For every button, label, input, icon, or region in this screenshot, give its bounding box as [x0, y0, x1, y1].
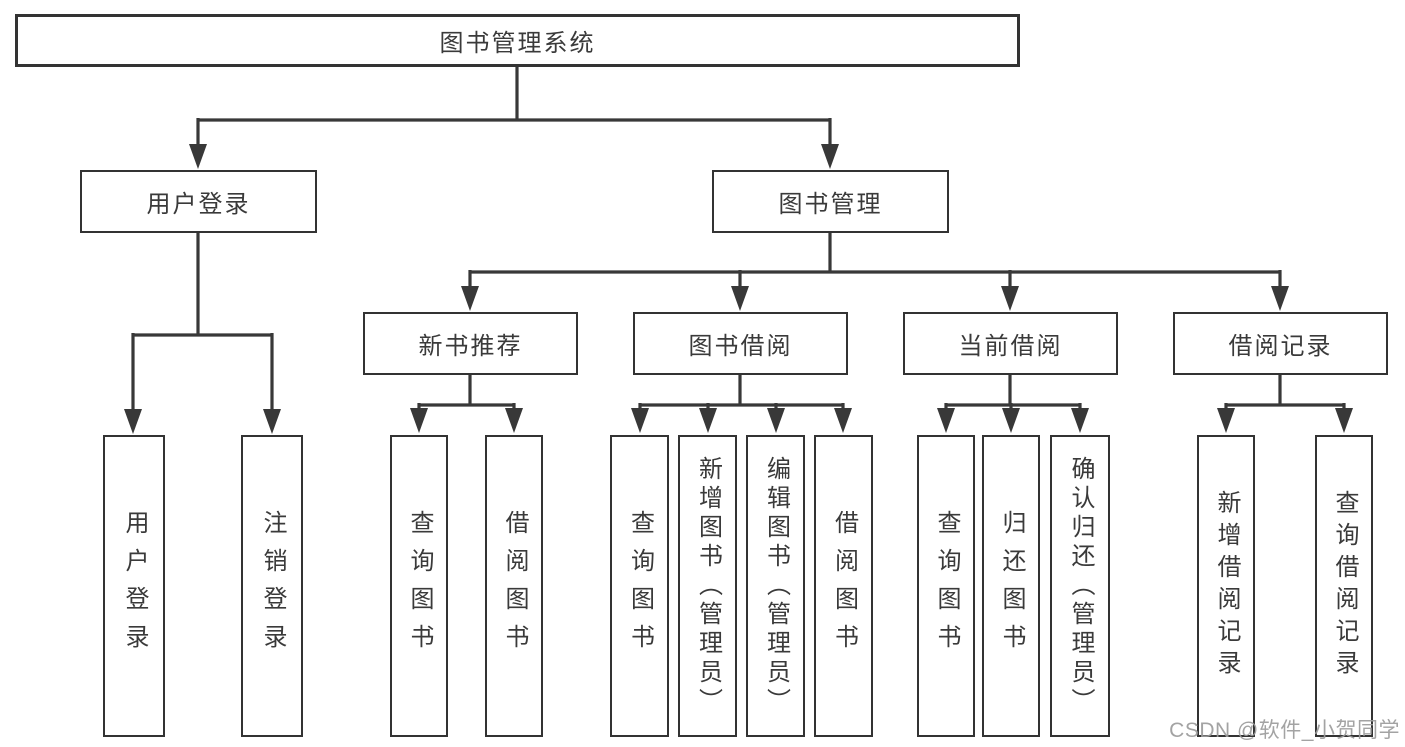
leaf-records-add-record: 新增借阅记录 — [1197, 435, 1255, 737]
leaf-borrowing-edit-books-admin-label: 编辑图书（管理员） — [762, 455, 790, 717]
node-borrowing-records: 借阅记录 — [1173, 312, 1388, 375]
leaf-records-query-record: 查询借阅记录 — [1315, 435, 1373, 737]
leaf-records-add-record-label: 新增借阅记录 — [1213, 490, 1240, 682]
leaf-newbook-borrow-books: 借阅图书 — [485, 435, 543, 737]
leaf-current-confirm-return-admin-label: 确认归还（管理员） — [1067, 455, 1094, 717]
arrowhead-icons — [124, 144, 1353, 434]
leaf-current-return-books: 归还图书 — [982, 435, 1040, 737]
leaf-current-query-books: 查询图书 — [917, 435, 975, 737]
leaf-borrowing-borrow-books-label: 借阅图书 — [830, 510, 858, 662]
leaf-logout: 注销登录 — [241, 435, 303, 737]
leaf-borrowing-query-books-label: 查询图书 — [626, 510, 654, 662]
leaf-newbook-borrow-books-label: 借阅图书 — [501, 510, 528, 662]
node-root-system: 图书管理系统 — [15, 14, 1020, 67]
leaf-borrowing-borrow-books: 借阅图书 — [814, 435, 873, 737]
leaf-borrowing-add-books-admin: 新增图书（管理员） — [678, 435, 737, 737]
node-user-login-label: 用户登录 — [146, 191, 251, 218]
node-current-borrowing: 当前借阅 — [903, 312, 1118, 375]
node-book-borrowing: 图书借阅 — [633, 312, 848, 375]
leaf-borrowing-query-books: 查询图书 — [610, 435, 669, 737]
leaf-logout-label: 注销登录 — [259, 510, 286, 662]
csdn-watermark: CSDN @软件_小贺同学 — [1169, 719, 1400, 742]
node-new-book-recommend: 新书推荐 — [363, 312, 578, 375]
leaf-current-return-books-label: 归还图书 — [998, 510, 1025, 662]
leaf-borrowing-edit-books-admin: 编辑图书（管理员） — [746, 435, 805, 737]
leaf-borrowing-add-books-admin-label: 新增图书（管理员） — [694, 455, 722, 717]
leaf-newbook-query-books-label: 查询图书 — [406, 510, 433, 662]
node-current-borrowing-label: 当前借阅 — [958, 333, 1063, 360]
node-user-login: 用户登录 — [80, 170, 317, 233]
leaf-user-login-label: 用户登录 — [121, 510, 148, 662]
node-root-label: 图书管理系统 — [439, 30, 596, 57]
leaf-current-confirm-return-admin: 确认归还（管理员） — [1050, 435, 1110, 737]
node-new-book-recommend-label: 新书推荐 — [418, 333, 523, 360]
leaf-records-query-record-label: 查询借阅记录 — [1331, 490, 1358, 682]
leaf-newbook-query-books: 查询图书 — [390, 435, 448, 737]
node-book-management: 图书管理 — [712, 170, 949, 233]
leaf-user-login: 用户登录 — [103, 435, 165, 737]
leaf-current-query-books-label: 查询图书 — [933, 510, 960, 662]
node-book-borrowing-label: 图书借阅 — [688, 333, 793, 360]
node-borrowing-records-label: 借阅记录 — [1228, 333, 1333, 360]
node-book-management-label: 图书管理 — [778, 191, 883, 218]
